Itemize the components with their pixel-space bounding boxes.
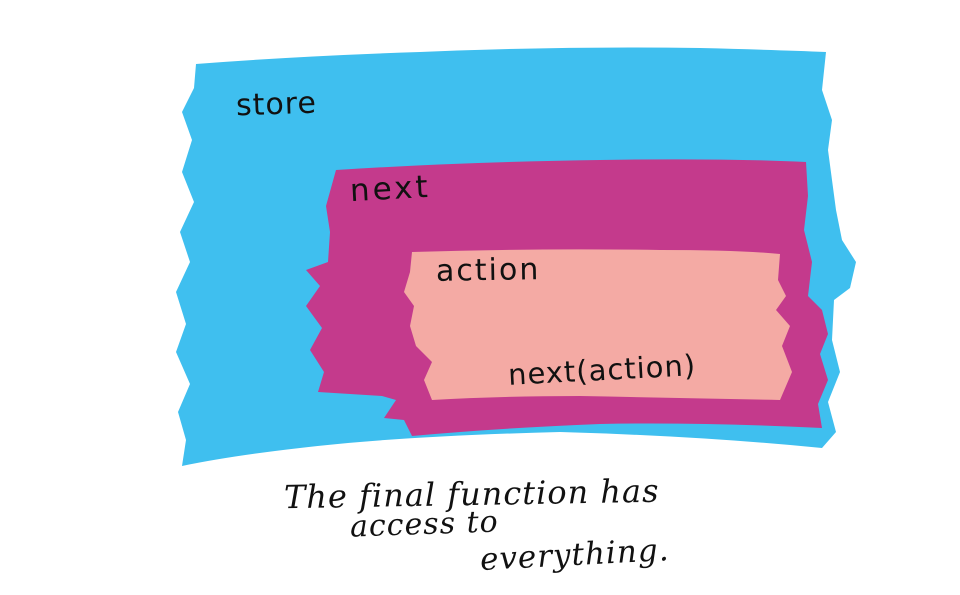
- store-label: store: [235, 85, 318, 124]
- action-label: action: [435, 252, 541, 289]
- caption-line-2: access to: [349, 504, 500, 545]
- next-label: next: [349, 168, 432, 210]
- action-layer: [404, 249, 792, 400]
